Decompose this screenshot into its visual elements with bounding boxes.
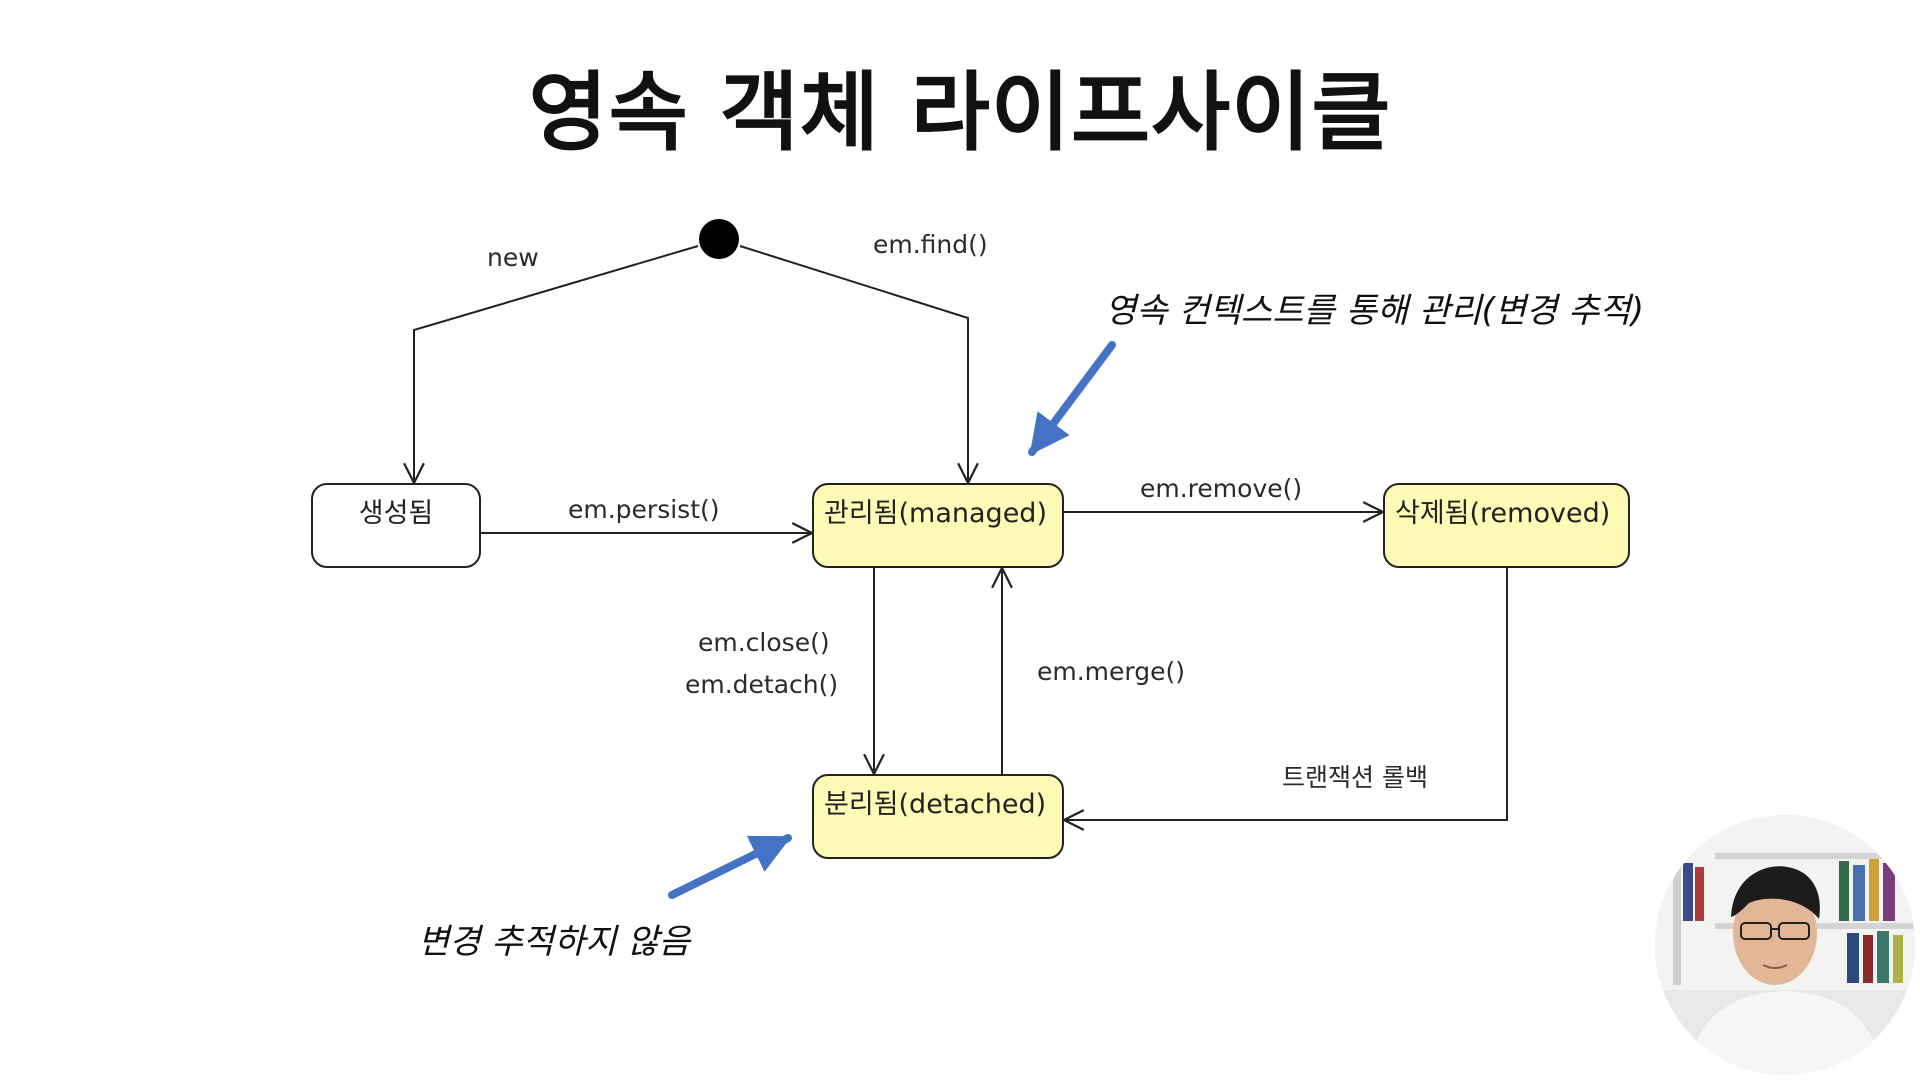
detached-note-pointer [668,834,792,899]
label-close: em.close() [698,628,830,657]
state-new: 생성됨 [311,483,481,568]
label-merge: em.merge() [1037,657,1186,686]
label-find: em.find() [873,230,988,259]
state-detached: 분리됨(detached) [812,774,1064,859]
state-removed: 삭제됨(removed) [1383,483,1630,568]
rollback-transition-arrow [1064,568,1508,820]
state-detached-label: 분리됨(detached) [824,789,1047,820]
state-managed: 관리됨(managed) [812,483,1064,568]
state-managed-label: 관리됨(managed) [824,498,1047,529]
presenter-webcam-icon [1655,815,1915,1075]
label-remove: em.remove() [1140,474,1303,503]
new-transition-arrow [414,245,699,483]
find-transition-arrow [739,245,968,483]
label-persist: em.persist() [568,495,720,524]
slide-title: 영속 객체 라이프사이클 [528,63,1392,163]
note-managed: 영속 컨텍스트를 통해 관리(변경 추적) [1105,291,1644,331]
state-removed-label: 삭제됨(removed) [1395,498,1611,529]
label-detach: em.detach() [685,670,839,699]
managed-note-pointer [1028,341,1116,456]
initial-state-dot [699,219,739,259]
state-new-label: 생성됨 [358,498,434,529]
note-detached: 변경 추적하지 않음 [418,922,690,962]
presenter-webcam [1655,815,1915,1075]
label-rollback: 트랜잭션 롤백 [1282,763,1428,792]
label-new: new [487,243,539,272]
